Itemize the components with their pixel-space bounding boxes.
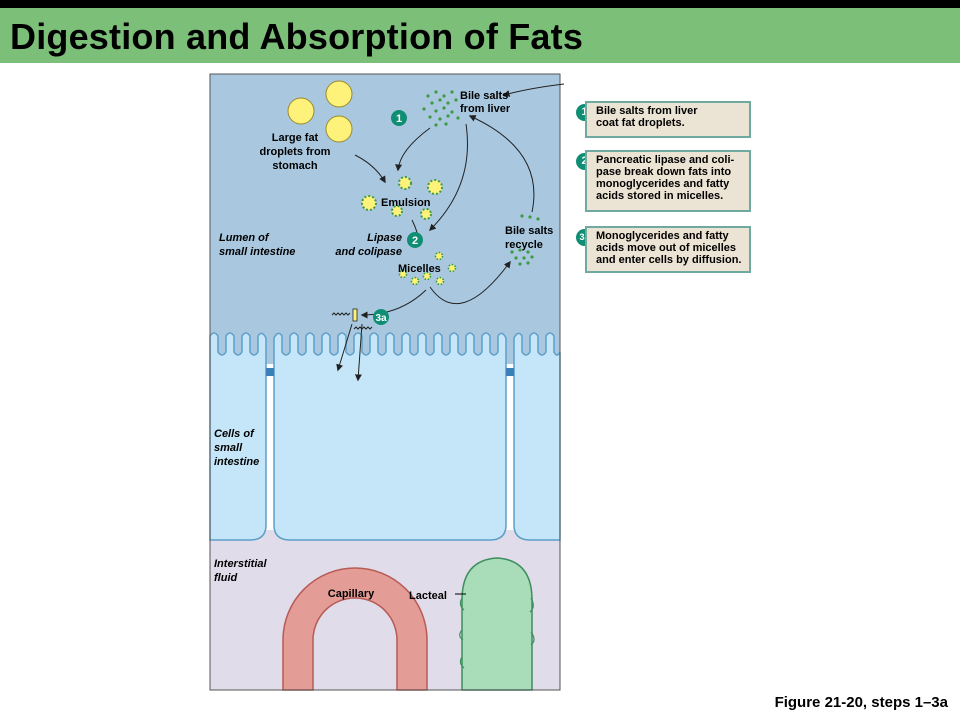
label-capillary: Capillary [328, 588, 375, 600]
label-interstitial-fluid: Interstitial [214, 558, 268, 570]
label-large-fat-droplets: Large fat [272, 132, 319, 144]
label-lumen: Lumen of [219, 232, 270, 244]
figure-panel-border [209, 73, 561, 691]
page-title: Digestion and Absorption of Fats [10, 16, 584, 57]
label-cells: small [214, 442, 243, 454]
intestinal-cells [209, 332, 561, 541]
svg-text:1: 1 [396, 113, 402, 125]
fat-droplet [287, 97, 315, 125]
emulsion-droplet [427, 179, 443, 195]
figure-caption: Figure 21-20, steps 1–3a [774, 694, 948, 711]
step-1-description: Bile salts from liver coat fat droplets. [585, 101, 751, 138]
label-bile-salts-recycle: Bile salts [505, 225, 553, 237]
micelle [410, 276, 420, 286]
diagram-badge-2: 2 [407, 232, 423, 248]
label-large-fat-droplets: droplets from [260, 146, 331, 158]
step-2-description: Pancreatic lipase and coli- pase break d… [585, 150, 751, 212]
label-large-fat-droplets: stomach [272, 160, 318, 172]
micelle [422, 271, 432, 281]
label-lipase: and colipase [335, 246, 402, 258]
tight-junction-right [506, 368, 514, 376]
intestinal-cell-center [273, 332, 507, 541]
diagram-badge-3a: 3a [373, 309, 389, 325]
label-lumen: small intestine [219, 246, 295, 258]
label-emulsion: Emulsion [381, 197, 431, 209]
capillary [282, 567, 428, 691]
fat-droplet [325, 80, 353, 108]
label-cells: Cells of [214, 428, 255, 440]
diagram-badge-1: 1 [391, 110, 407, 126]
emulsion-droplets [361, 176, 443, 220]
emulsion-droplet [398, 176, 412, 190]
micelles [398, 251, 457, 286]
intestinal-cell-right [513, 332, 561, 541]
micelle [434, 251, 444, 261]
intestinal-cell-left [209, 332, 267, 541]
tight-junction-left [266, 368, 274, 376]
bile-salts-cluster [422, 90, 460, 127]
title-bar: Digestion and Absorption of Fats [0, 8, 960, 63]
bile-salts-recycle-cluster [510, 214, 540, 266]
emulsion-droplet [391, 205, 403, 217]
emulsion-droplet [361, 195, 377, 211]
svg-text:2: 2 [412, 235, 418, 247]
label-bile-salts-recycle: recycle [505, 239, 543, 251]
micelle [398, 269, 408, 279]
label-interstitial-fluid: fluid [214, 572, 237, 584]
label-lipase: Lipase [367, 232, 402, 244]
svg-text:3a: 3a [375, 313, 387, 324]
fat-droplet [325, 115, 353, 143]
monoglyceride-glyph [352, 308, 358, 322]
micelle [435, 276, 445, 286]
micelle [447, 263, 457, 273]
label-bile-salts-from-liver: Bile salts [460, 90, 508, 102]
label-micelles: Micelles [398, 263, 441, 275]
fatty-acid-glyphs [331, 312, 373, 330]
step-3a-description: Monoglycerides and fatty acids move out … [585, 226, 751, 273]
label-lacteal: Lacteal [409, 590, 447, 602]
top-border [0, 0, 960, 8]
label-cells: intestine [214, 456, 259, 468]
label-bile-salts-from-liver: from liver [460, 103, 511, 115]
process-arrows [336, 83, 565, 382]
lacteal [461, 557, 533, 691]
emulsion-droplet [420, 208, 432, 220]
